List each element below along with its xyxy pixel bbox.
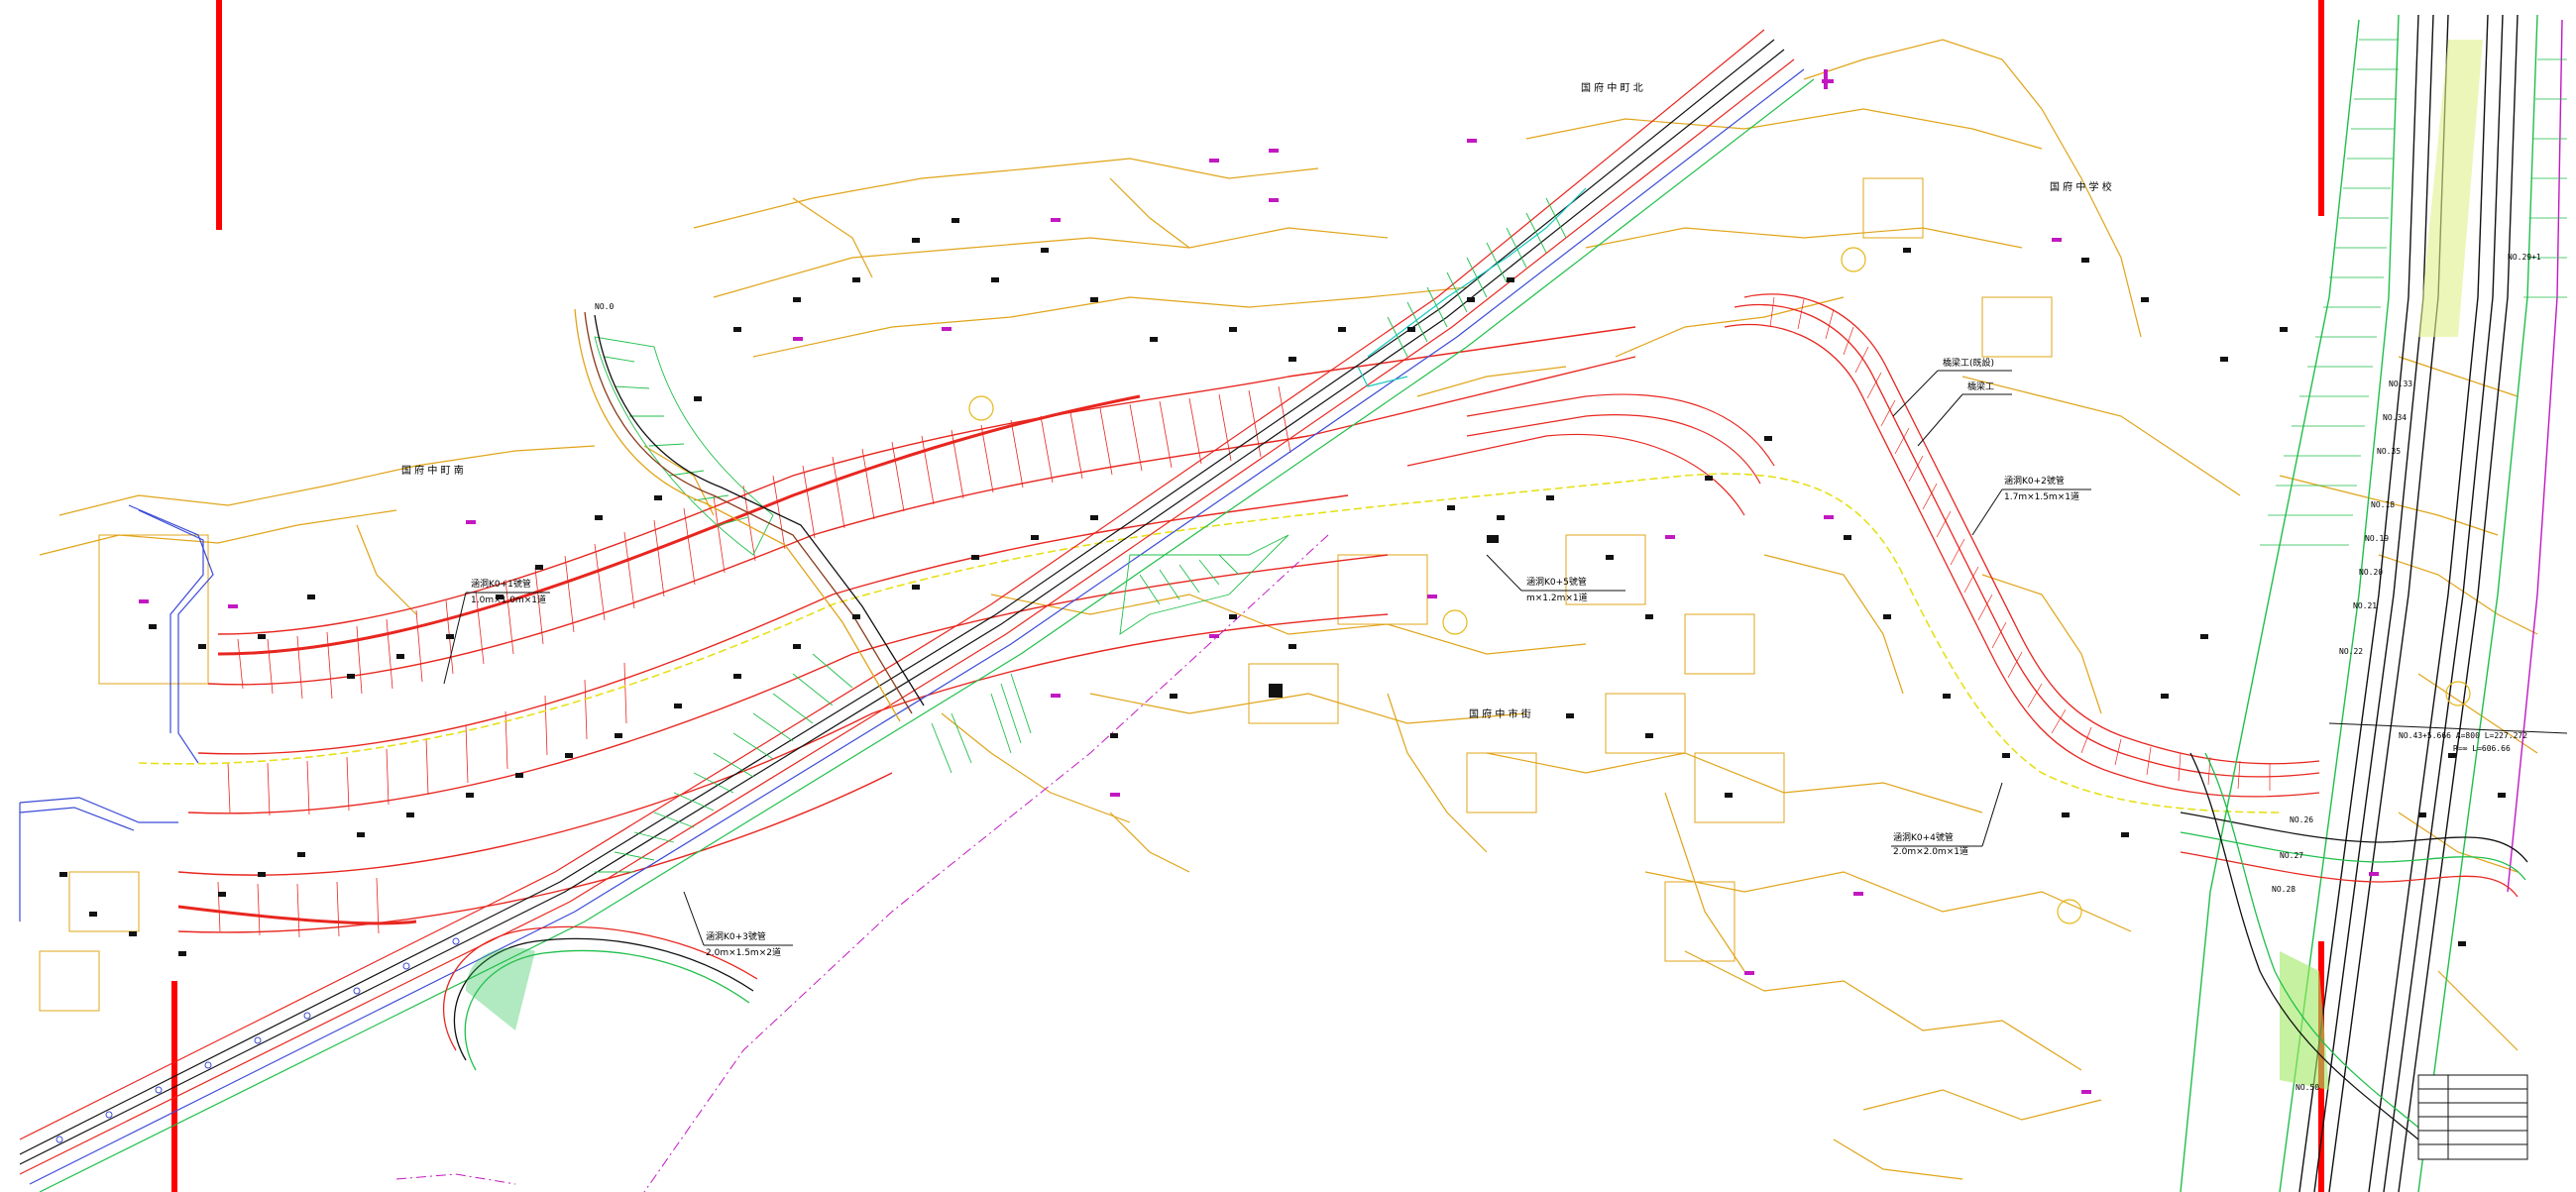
expressway-hatch — [2260, 39, 2567, 546]
bottom-loop — [442, 925, 758, 1071]
svg-text:国 府 中 市 街: 国 府 中 市 街 — [1469, 707, 1531, 720]
ramp-road — [1724, 293, 2320, 798]
main-road — [177, 326, 1636, 933]
svg-text:NO.29+1: NO.29+1 — [2508, 253, 2541, 262]
svg-text:涵洞K0+3號管: 涵洞K0+3號管 — [706, 930, 766, 942]
bridge-annotations: 橋梁工(既設) 橋梁工 — [1892, 357, 2012, 447]
svg-text:2.0m×1.5m×2道: 2.0m×1.5m×2道 — [706, 946, 781, 958]
ramp-hatching — [1769, 296, 2271, 791]
ramp-road-b — [1406, 393, 1775, 516]
centerline — [138, 473, 2281, 813]
culvert-annotation-5: 涵洞K0+3號管 2.0m×1.5m×2道 — [683, 891, 793, 958]
culvert-annotation-3: 涵洞K0+2號管 1.7m×1.5m×1道 — [1971, 475, 2091, 536]
title-block — [2417, 1074, 2528, 1160]
svg-text:橋梁工: 橋梁工 — [1967, 380, 1994, 392]
svg-text:1.0m×1.0m×1道: 1.0m×1.0m×1道 — [471, 594, 546, 605]
svg-text:NO.26: NO.26 — [2290, 815, 2313, 824]
highway-diagonal — [19, 29, 1815, 1192]
svg-text:NO.34: NO.34 — [2383, 413, 2407, 422]
svg-text:NO.28: NO.28 — [2272, 885, 2296, 894]
station-labels: NO.0 NO.18 NO.19 NO.20 NO.21 NO.22 NO.26… — [595, 253, 2541, 1092]
svg-text:NO.33: NO.33 — [2389, 379, 2412, 388]
road-hatching — [217, 385, 1291, 938]
parcel-outlines — [39, 177, 2053, 1012]
hairpin-road — [574, 308, 925, 722]
bottom-loop-fill — [466, 947, 535, 1030]
culvert-annotation-4: 涵洞K0+4號管 2.0m×2.0m×1道 — [1891, 782, 2003, 857]
svg-text:NO.50: NO.50 — [2296, 1083, 2319, 1092]
svg-text:1.7m×1.5m×1道: 1.7m×1.5m×1道 — [2004, 490, 2079, 502]
svg-text:NO.35: NO.35 — [2377, 447, 2401, 456]
culvert-annotation-1: 涵洞K0+1號管 1.0m×1.0m×1道 — [443, 578, 550, 685]
highway-circles — [56, 937, 460, 1143]
svg-text:国 府 中 町 北: 国 府 中 町 北 — [1581, 81, 1643, 94]
expressway-vertical — [2180, 14, 2563, 1192]
svg-text:NO.43+5.666 A=800 L=227.272: NO.43+5.666 A=800 L=227.272 — [2399, 731, 2527, 740]
svg-text:涵洞K0+2號管: 涵洞K0+2號管 — [2004, 475, 2065, 487]
boundary-dashdot — [395, 534, 1329, 1192]
place-names: 国 府 中 町 南 国 府 中 町 北 国 府 中 学 校 国 府 中 市 街 — [401, 81, 2112, 720]
svg-text:涵洞K0+1號管: 涵洞K0+1號管 — [471, 578, 531, 590]
svg-text:NO.19: NO.19 — [2365, 534, 2389, 543]
svg-text:涵洞K0+4號管: 涵洞K0+4號管 — [1893, 831, 1954, 843]
main-road-thick — [177, 394, 1141, 925]
svg-text:NO.21: NO.21 — [2353, 601, 2377, 610]
building-tags — [139, 69, 2379, 1094]
curve-annotations: NO.43+5.666 A=800 L=227.272 R=∞ L=606.66 — [2328, 722, 2568, 753]
svg-text:NO.27: NO.27 — [2280, 851, 2303, 860]
svg-text:涵洞K0+5號管: 涵洞K0+5號管 — [1526, 576, 1587, 588]
svg-text:国 府 中 町 南: 国 府 中 町 南 — [401, 464, 464, 477]
svg-text:NO.0: NO.0 — [595, 302, 614, 311]
culvert-annotation-2: 涵洞K0+5號管 m×1.2m×1道 — [1486, 554, 1625, 603]
slope-cyan — [1357, 187, 1587, 387]
svg-text:NO.22: NO.22 — [2339, 647, 2363, 656]
svg-text:m×1.2m×1道: m×1.2m×1道 — [1526, 592, 1588, 603]
svg-text:R=∞ L=606.66: R=∞ L=606.66 — [2453, 744, 2511, 753]
svg-text:NO.18: NO.18 — [2371, 500, 2395, 509]
slope-green — [594, 197, 1567, 873]
svg-text:2.0m×2.0m×1道: 2.0m×2.0m×1道 — [1893, 845, 1968, 857]
landmark-symbols — [968, 247, 2471, 924]
boundary-lines — [19, 504, 214, 921]
contour-lines — [39, 39, 2538, 1180]
svg-text:橋梁工(既設): 橋梁工(既設) — [1943, 357, 1994, 369]
expressway-fill — [2280, 40, 2483, 1090]
buildings — [59, 218, 2506, 956]
svg-text:NO.20: NO.20 — [2359, 568, 2383, 577]
svg-text:国 府 中 学 校: 国 府 中 学 校 — [2050, 180, 2112, 193]
interchange-loop — [2180, 752, 2528, 1140]
